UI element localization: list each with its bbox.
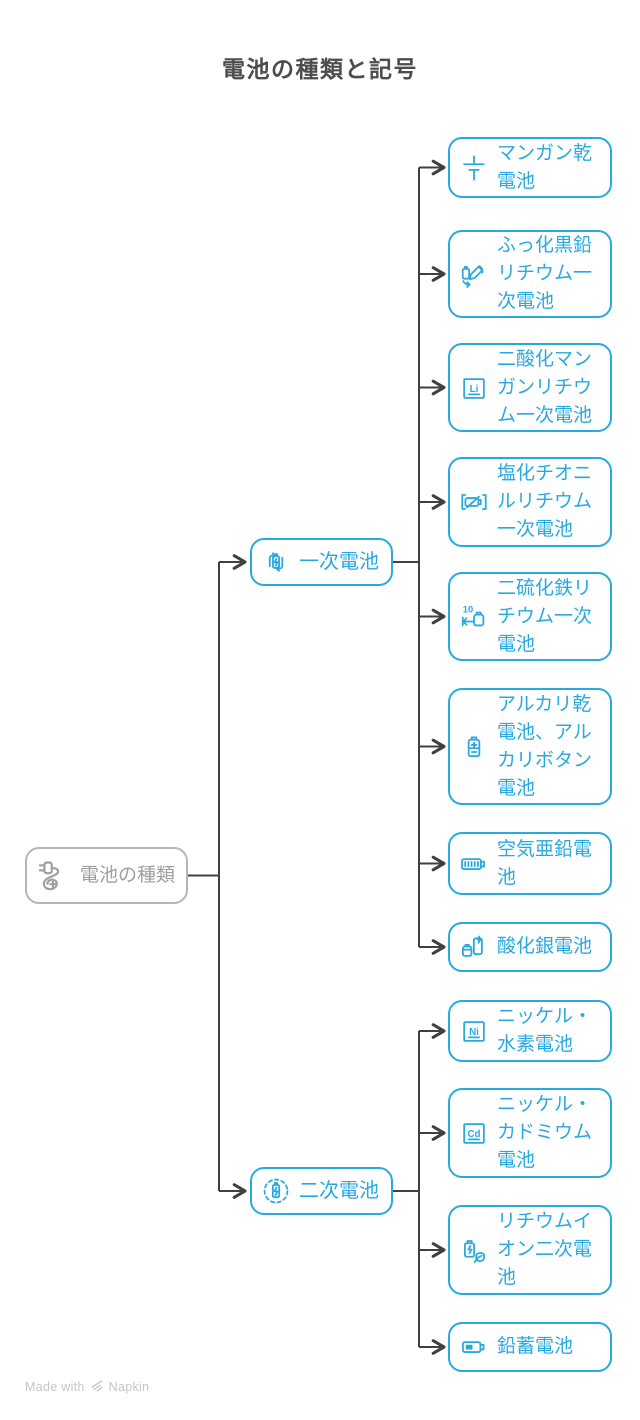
node-label: ニッケル・カドミウム電池 [497,1094,593,1171]
element-li-icon: Li [459,373,489,403]
element-symbol: Cd [467,1129,480,1140]
element-symbol: Ni [469,1027,479,1038]
node-label: リチウムイオン二次電池 [497,1211,593,1288]
node-leaf-1-5[interactable]: 10 二硫化鉄リチウム一次電池 [448,572,612,661]
node-label: 二次電池 [299,1180,379,1202]
node-label: 酸化銀電池 [497,936,593,957]
element-symbol: Li [470,383,479,394]
year-badge: 10 [463,604,473,614]
battery-plus-minus-icon [459,732,489,762]
node-label: 一次電池 [299,551,379,573]
node-leaf-1-8[interactable]: 酸化銀電池 [448,922,612,972]
node-label: マンガン乾電池 [497,142,593,192]
node-leaf-1-1[interactable]: マンガン乾電池 [448,137,612,198]
node-leaf-2-1[interactable]: Ni ニッケル・水素電池 [448,1000,612,1062]
node-label: 二硫化鉄リチウム一次電池 [497,577,593,655]
battery-full-icon [459,849,489,879]
node-leaf-2-2[interactable]: Cd ニッケル・カドミウム電池 [448,1088,612,1178]
node-leaf-1-6[interactable]: アルカリ乾電池、アルカリボタン電池 [448,688,612,805]
node-label: 電池の種類 [80,864,176,886]
watermark-text: Made with [25,1379,85,1394]
node-label: 鉛蓄電池 [497,1336,574,1357]
battery-recycle-icon [261,547,291,577]
node-label: 塩化チオニルリチウム一次電池 [497,463,593,540]
node-label: ニッケル・水素電池 [497,1006,593,1055]
node-branch-2[interactable]: 二次電池 [250,1167,393,1215]
node-leaf-1-4[interactable]: 塩化チオニルリチウム一次電池 [448,457,612,547]
battery-low-icon [459,1332,489,1362]
node-root[interactable]: 電池の種類 [25,847,188,904]
node-label: 空気亜鉛電池 [497,838,593,888]
element-cd-icon: Cd [459,1118,489,1148]
battery-10-year-icon: 10 [459,602,489,632]
node-branch-1[interactable]: 一次電池 [250,538,393,586]
napkin-logo-icon [90,1378,104,1395]
battery-slash-icon [459,487,489,517]
watermark[interactable]: Made with Napkin [25,1378,149,1395]
plug-battery-icon [36,858,72,894]
battery-cell-symbol-icon [459,153,489,183]
node-label: アルカリ乾電池、アルカリボタン電池 [497,693,593,799]
battery-charge-circle-icon [261,1176,291,1206]
battery-pen-recycle-icon [459,259,489,289]
battery-leaf-icon [459,1235,489,1265]
node-leaf-1-2[interactable]: ふっ化黒鉛リチウム一次電池 [448,230,612,318]
node-label: 二酸化マンガンリチウム一次電池 [497,348,593,426]
node-leaf-1-7[interactable]: 空気亜鉛電池 [448,832,612,895]
page-title: 電池の種類と記号 [222,56,418,82]
watermark-brand: Napkin [108,1379,150,1394]
node-leaf-1-3[interactable]: Li 二酸化マンガンリチウム一次電池 [448,343,612,432]
node-leaf-2-3[interactable]: リチウムイオン二次電池 [448,1205,612,1295]
node-leaf-2-4[interactable]: 鉛蓄電池 [448,1322,612,1372]
element-ni-icon: Ni [459,1016,489,1046]
node-label: ふっ化黒鉛リチウム一次電池 [497,235,593,312]
button-cell-charge-icon [459,932,489,962]
